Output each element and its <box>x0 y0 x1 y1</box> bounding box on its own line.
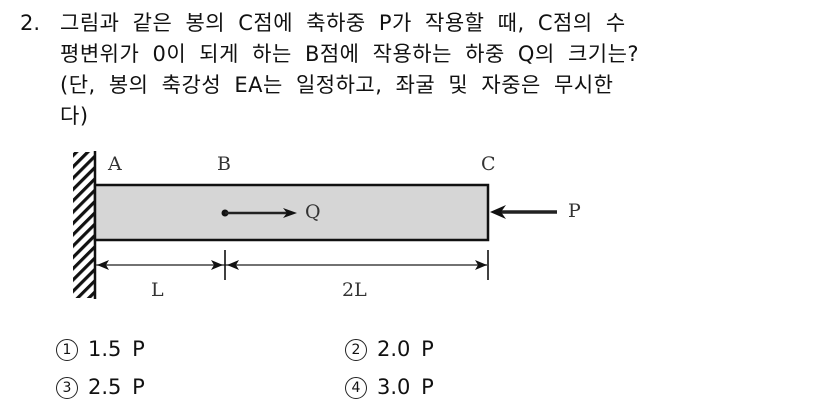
label-dim-2l: 2L <box>342 279 367 301</box>
choice-3-mark: 3 <box>56 377 78 399</box>
label-point-a: A <box>108 153 122 175</box>
choice-4-mark: 4 <box>345 377 367 399</box>
choice-2-text: 2.0 P <box>377 337 434 361</box>
choice-1-mark: 1 <box>56 339 78 361</box>
diagram-graphic <box>73 151 557 299</box>
choice-2-mark: 2 <box>345 339 367 361</box>
label-point-c: C <box>481 153 496 175</box>
bar-diagram: A B C Q P L 2L <box>0 140 826 310</box>
choice-4-text: 3.0 P <box>377 375 434 399</box>
choice-1-text: 1.5 P <box>88 337 145 361</box>
label-point-b: B <box>217 153 231 175</box>
question-line-1: 그림과 같은 봉의 C점에 축하중 P가 작용할 때, C점의 수 <box>60 11 626 35</box>
label-load-p: P <box>568 200 581 222</box>
choice-2[interactable]: 2 2.0 P <box>345 336 434 362</box>
question-line-2: 평변위가 0이 되게 하는 B점에 작용하는 하중 Q의 크기는? <box>60 42 640 66</box>
fixed-support-hatch <box>73 152 94 298</box>
question-line-3: (단, 봉의 축강성 EA는 일정하고, 좌굴 및 자중은 무시한 <box>60 73 614 97</box>
q-arrowhead <box>283 208 297 218</box>
p-arrowhead <box>490 205 506 219</box>
choice-4[interactable]: 4 3.0 P <box>345 374 434 400</box>
label-load-q: Q <box>305 201 321 223</box>
choice-3[interactable]: 3 2.5 P <box>56 374 145 400</box>
label-dim-l: L <box>151 279 164 301</box>
question-line-4: 다) <box>60 104 89 128</box>
choice-3-text: 2.5 P <box>88 375 145 399</box>
question-number: 2. <box>20 11 41 35</box>
choice-1[interactable]: 1 1.5 P <box>56 336 145 362</box>
